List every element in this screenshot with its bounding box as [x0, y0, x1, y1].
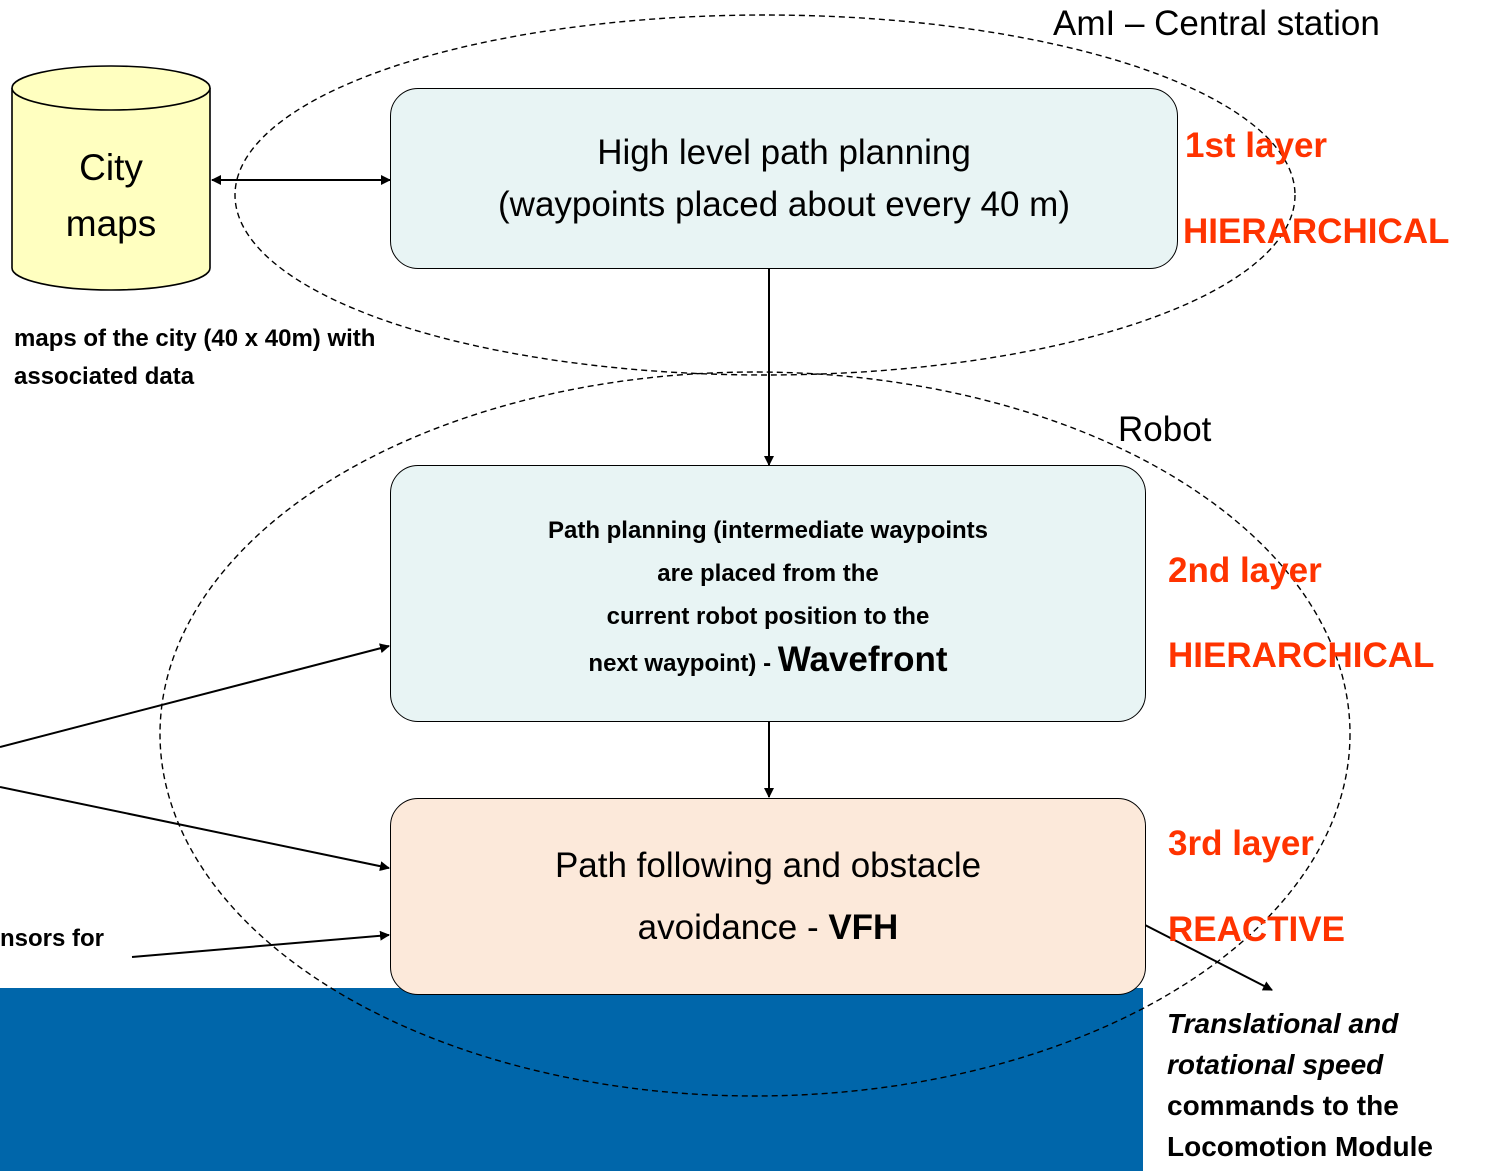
database-label: City maps — [12, 140, 210, 252]
layer3-number: 3rd layer — [1168, 824, 1314, 863]
box2-line3: current robot position to the — [606, 602, 930, 630]
output-description: Translational and rotational speed comma… — [1167, 1003, 1433, 1167]
layer3-type: REACTIVE — [1168, 910, 1345, 949]
input-arrow-to-layer3-a — [0, 786, 390, 872]
robot-label: Robot — [1118, 410, 1212, 449]
layer2-number: 2nd layer — [1168, 551, 1322, 590]
database-caption-line2: associated data — [14, 363, 195, 390]
box3-line2: avoidance - VFH — [638, 897, 899, 959]
database-label-line2: maps — [65, 203, 157, 244]
output-line1: Translational and — [1167, 1008, 1399, 1039]
robot-region — [159, 371, 1351, 1097]
high-level-path-planning-box: High level path planning (waypoints plac… — [390, 88, 1178, 269]
database-cylinder-icon — [11, 65, 211, 291]
central-station-region — [234, 14, 1296, 376]
box3-line2-prefix: avoidance - — [637, 907, 829, 947]
output-arrow — [1144, 924, 1273, 991]
path-planning-box: Path planning (intermediate waypoints ar… — [390, 465, 1146, 722]
output-line3: commands to the — [1167, 1090, 1399, 1121]
box2-line4-prefix: next waypoint) - — [588, 649, 778, 677]
box2-line4: next waypoint) - Wavefront — [588, 638, 947, 685]
layer2-type: HIERARCHICAL — [1168, 636, 1435, 675]
sensor-input-label: nsors for — [0, 925, 105, 952]
input-arrow-to-layer3-b — [131, 930, 390, 958]
box2-line1: Path planning (intermediate waypoints — [547, 516, 989, 544]
output-line2: rotational speed — [1167, 1049, 1384, 1080]
database-label-line1: City — [79, 147, 143, 188]
wavefront-method: Wavefront — [777, 639, 948, 679]
box1-line1: High level path planning — [597, 132, 971, 172]
central-station-label: AmI – Central station — [1053, 4, 1380, 43]
output-line4: Locomotion Module — [1167, 1131, 1433, 1162]
blue-band — [0, 988, 1143, 1171]
database-caption-line1: maps of the city (40 x 40m) with — [14, 325, 376, 352]
box3-line1: Path following and obstacle — [554, 845, 982, 885]
vfh-method: VFH — [828, 907, 899, 947]
box2-line2: are placed from the — [657, 559, 879, 587]
input-arrow-to-layer2 — [0, 643, 390, 748]
box1-line2: (waypoints placed about every 40 m) — [498, 184, 1070, 224]
database-caption: maps of the city (40 x 40m) with associa… — [14, 320, 375, 396]
layer1-type: HIERARCHICAL — [1183, 212, 1450, 251]
layer1-number: 1st layer — [1185, 126, 1328, 165]
path-following-box: Path following and obstacle avoidance - … — [390, 798, 1146, 995]
